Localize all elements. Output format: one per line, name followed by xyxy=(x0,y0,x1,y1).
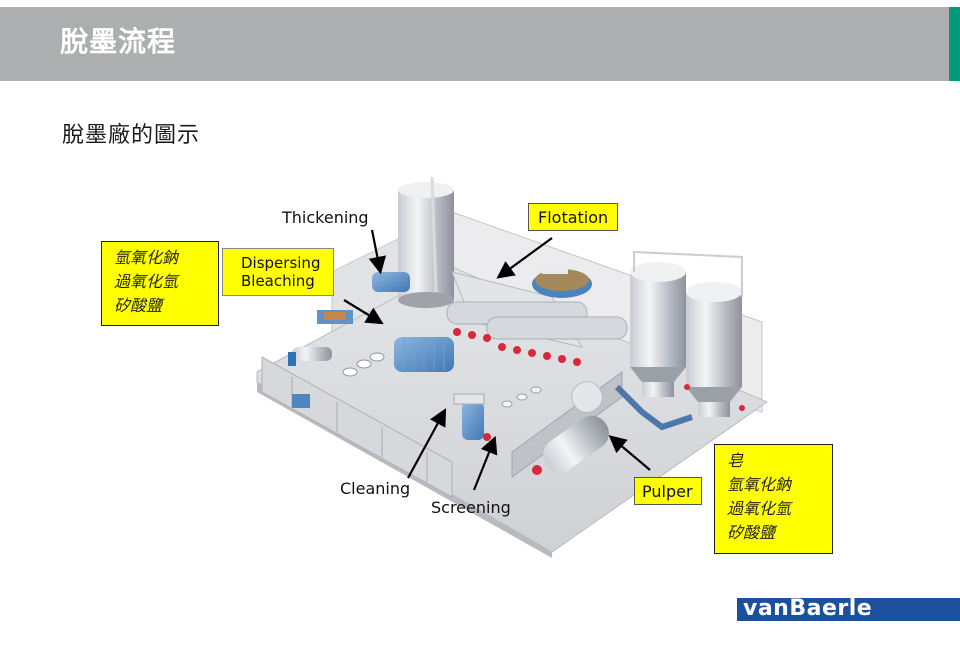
vanbaerle-logo: vanBaerle xyxy=(737,596,960,621)
lower-level xyxy=(257,356,552,558)
chemical-item: 氫氧化鈉 xyxy=(114,248,179,267)
conveyor xyxy=(614,384,693,431)
label-dispersing-bleaching: Dispersing Bleaching xyxy=(222,248,334,296)
label-pulper-text: Pulper xyxy=(642,482,693,501)
label-flotation-text: Flotation xyxy=(538,208,609,227)
chemical-item: 過氧化氫 xyxy=(727,499,792,518)
page-title: 脫墨流程 xyxy=(60,25,177,58)
chemical-item: 氫氧化鈉 xyxy=(727,475,792,494)
hydrocyclones xyxy=(501,386,542,408)
flotation-cells xyxy=(446,271,628,366)
header-bar xyxy=(0,7,949,81)
logo-text: vanBaerle xyxy=(743,596,873,621)
label-cleaning: Cleaning xyxy=(340,479,411,498)
label-bleaching-text: Bleaching xyxy=(241,272,315,290)
slide-subtitle: 脫墨廠的圖示 xyxy=(62,123,201,148)
label-dispersing-text: Dispersing xyxy=(241,254,321,272)
drum-pulper xyxy=(532,381,609,475)
disperser-unit xyxy=(394,337,454,372)
storage-silos xyxy=(630,250,743,417)
screen-vessel xyxy=(453,393,485,440)
label-flotation: Flotation xyxy=(528,203,618,231)
chemicals-box-right: 皂 氫氧化鈉 過氧化氫 矽酸鹽 xyxy=(714,444,833,554)
thickener-unit xyxy=(372,272,410,292)
chemical-item: 矽酸鹽 xyxy=(114,296,163,315)
header-accent-stripe xyxy=(949,7,960,81)
label-screening: Screening xyxy=(431,498,511,517)
chemical-item: 過氧化氫 xyxy=(114,272,179,291)
label-thickening: Thickening xyxy=(282,208,369,227)
deinking-plant-illustration xyxy=(222,172,774,558)
chemical-item: 矽酸鹽 xyxy=(727,523,776,542)
chemicals-box-left: 氫氧化鈉 過氧化氫 矽酸鹽 xyxy=(101,241,219,326)
label-pulper: Pulper xyxy=(634,477,702,505)
chemical-item: 皂 xyxy=(727,451,744,470)
